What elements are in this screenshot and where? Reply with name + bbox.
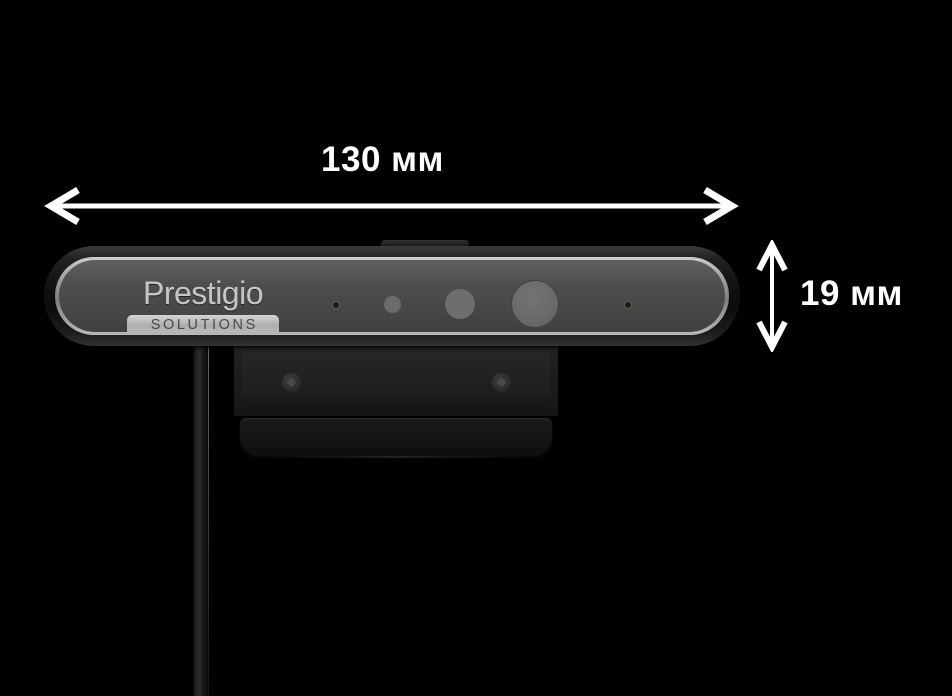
screw-slot-icon — [286, 377, 297, 388]
bracket-lower-lip — [240, 418, 552, 456]
bracket-bottom-highlight — [252, 456, 540, 458]
width-dimension-arrow — [44, 186, 739, 226]
camera-lens-icon — [511, 280, 559, 328]
brand-lockup: Prestigio SOLUTIONS — [127, 277, 279, 332]
cable-highlight — [208, 344, 209, 696]
microphone-pinhole-right-icon — [625, 302, 631, 308]
bracket-body — [234, 344, 558, 416]
display-clip-bracket — [234, 344, 558, 458]
width-dimension-label: 130 мм — [321, 140, 444, 179]
ir-sensor-icon — [445, 289, 475, 319]
microphone-pinhole-left-icon — [333, 302, 339, 308]
brand-tagline-badge: SOLUTIONS — [127, 315, 279, 332]
screw-slot-icon — [496, 377, 507, 388]
webcam-bar: Prestigio SOLUTIONS — [44, 240, 740, 346]
top-mount-tab — [381, 240, 469, 250]
indicator-dot-icon — [384, 296, 401, 313]
cable — [193, 344, 208, 696]
bar-front-face: Prestigio SOLUTIONS — [59, 260, 725, 332]
height-dimension-label: 19 мм — [800, 274, 903, 313]
brand-name: Prestigio — [143, 275, 264, 311]
bracket-screw-left — [282, 373, 301, 392]
bracket-screw-right — [492, 373, 511, 392]
height-dimension-arrow — [756, 240, 788, 352]
